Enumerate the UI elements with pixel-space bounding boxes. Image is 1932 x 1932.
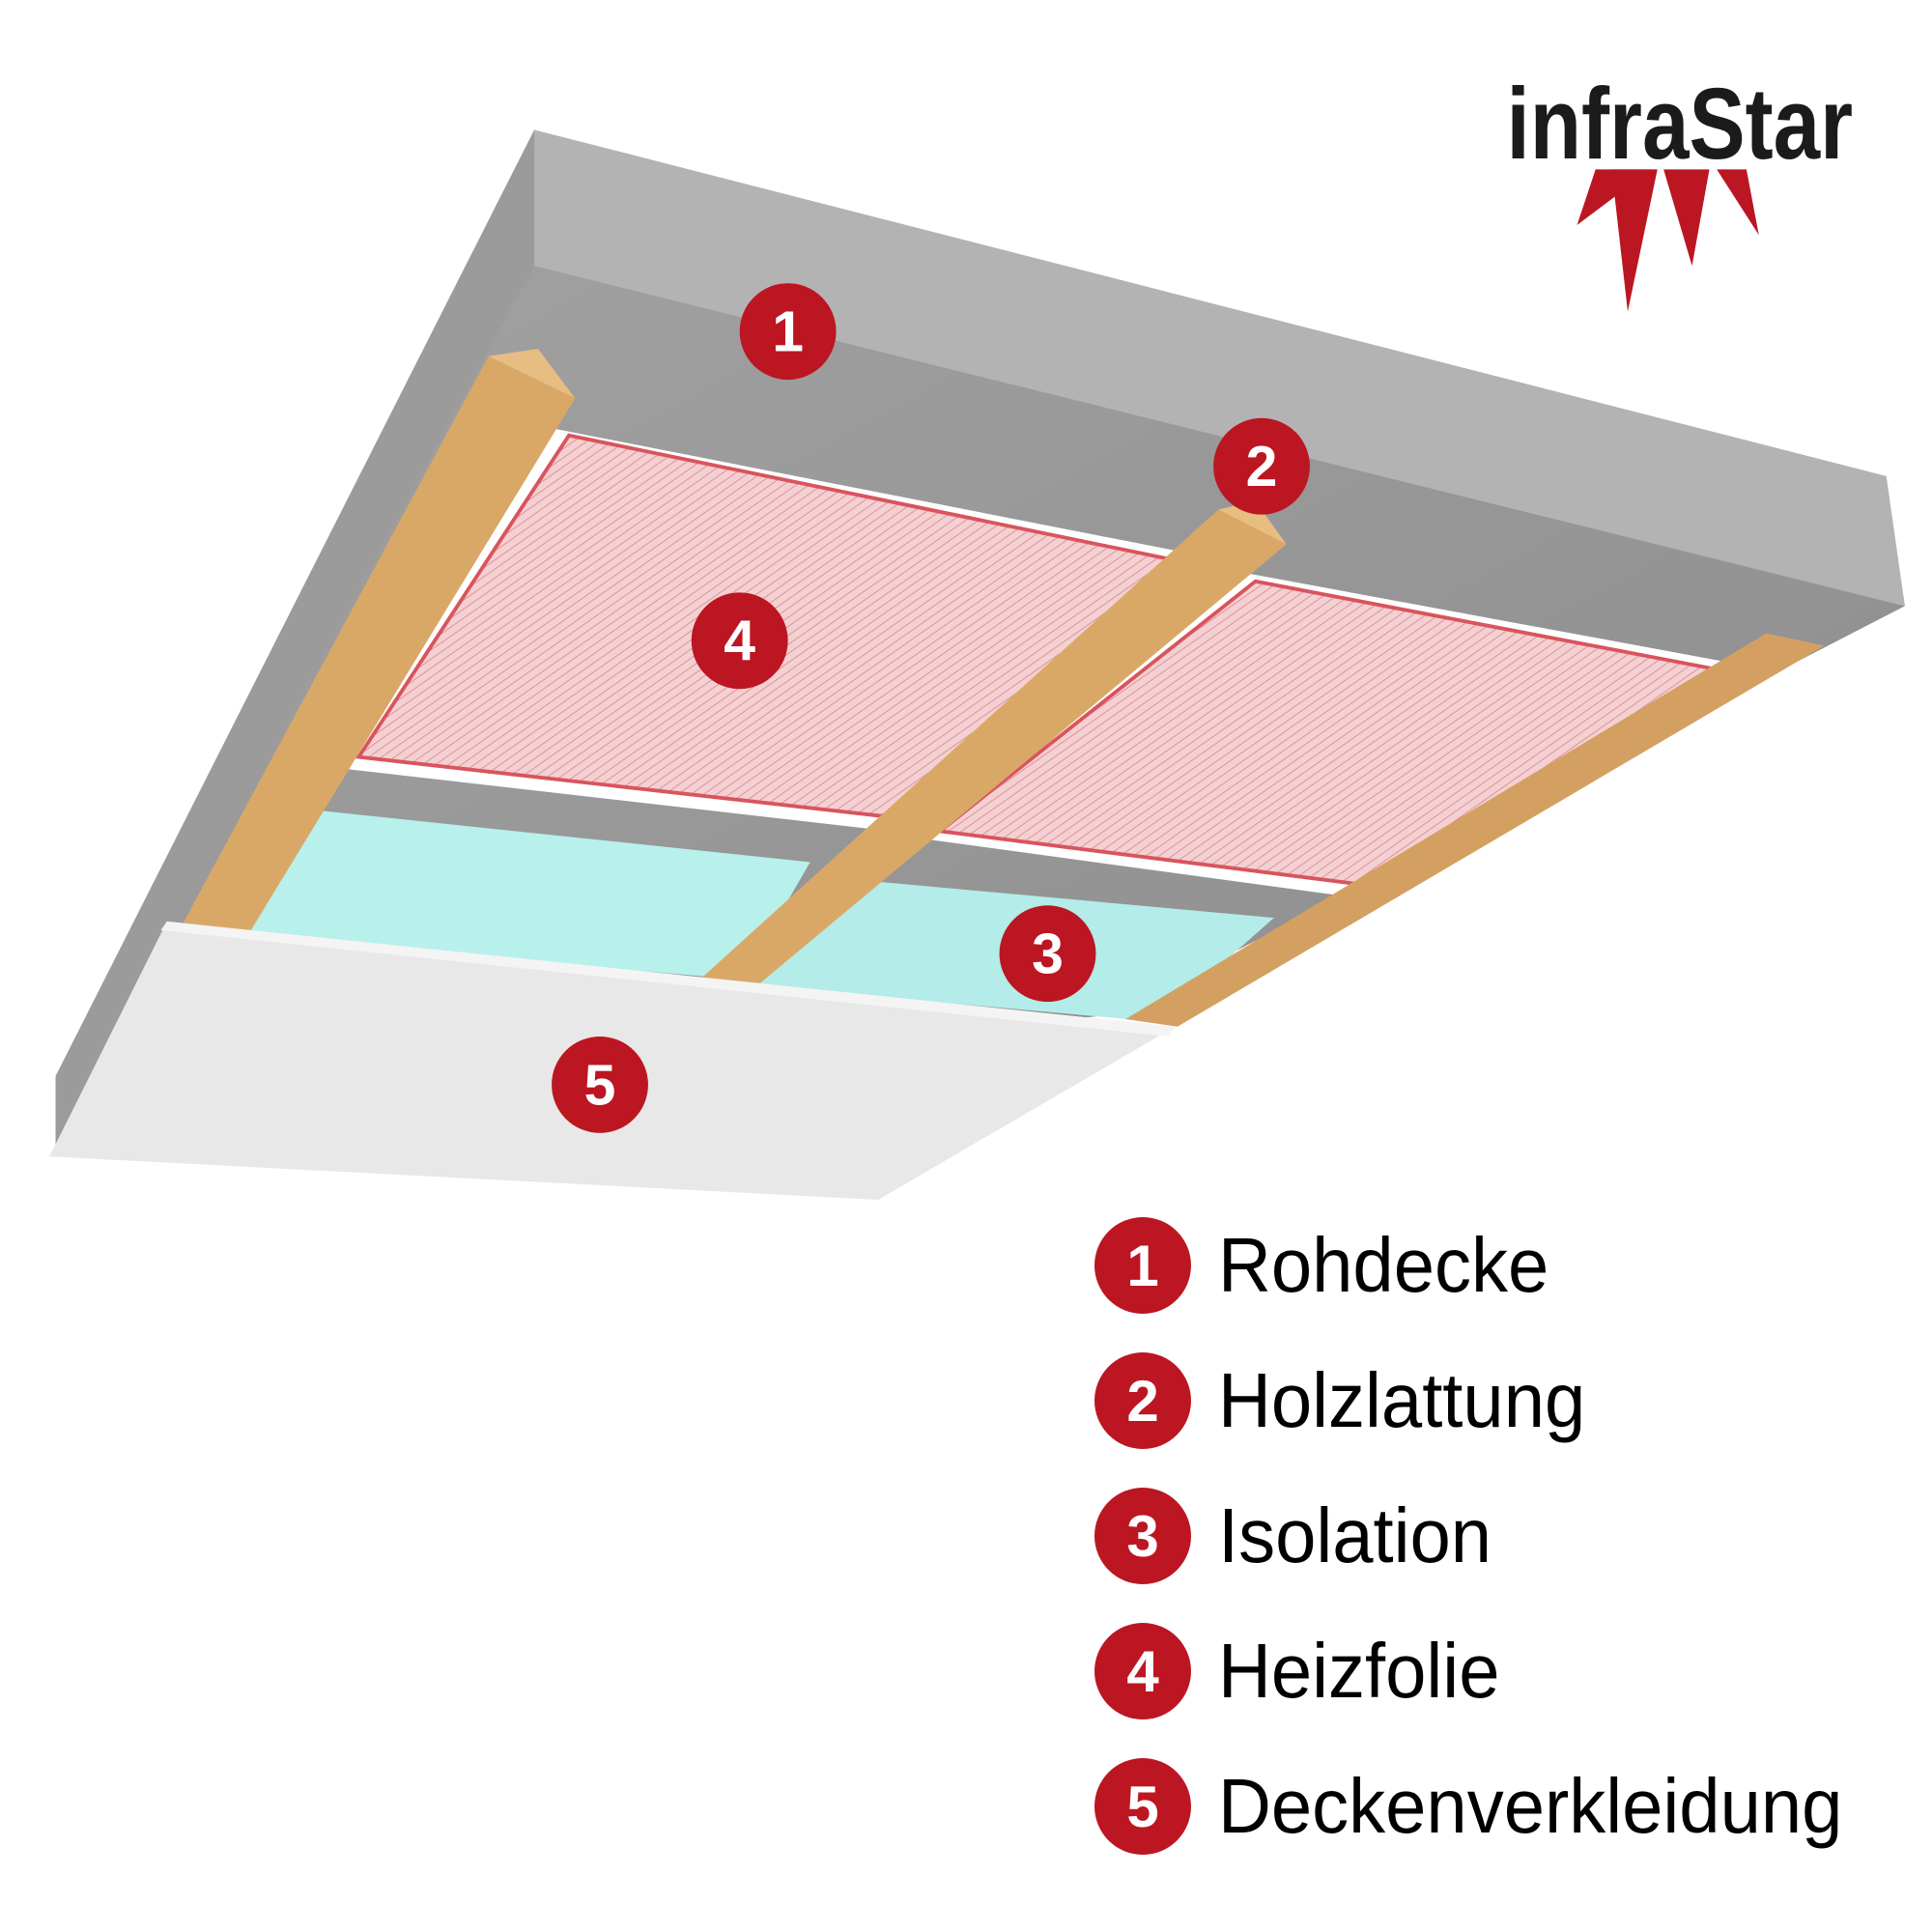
legend-item: 1 Rohdecke bbox=[1094, 1198, 1875, 1333]
insulation-left bbox=[241, 810, 810, 980]
wood-batten-right bbox=[1125, 633, 1825, 1027]
legend-label: Holzlattung bbox=[1218, 1357, 1586, 1443]
legend: 1 Rohdecke 2 Holzlattung 3 Isolation 4 Heizf… bbox=[1094, 1198, 1875, 1874]
legend-label: Heizfolie bbox=[1218, 1628, 1500, 1714]
legend-item: 3 Isolation bbox=[1094, 1468, 1875, 1604]
infrastar-logo: infraStar bbox=[1507, 68, 1854, 312]
marker-2: 2 bbox=[1213, 417, 1310, 515]
legend-number-badge: 3 bbox=[1094, 1488, 1191, 1584]
legend-item: 4 Heizfolie bbox=[1094, 1604, 1875, 1739]
svg-text:5: 5 bbox=[584, 1054, 616, 1117]
marker-5: 5 bbox=[552, 1036, 648, 1133]
marker-3: 3 bbox=[999, 905, 1096, 1003]
marker-1: 1 bbox=[739, 283, 837, 381]
legend-number-badge: 1 bbox=[1094, 1217, 1191, 1314]
svg-text:infraStar: infraStar bbox=[1507, 68, 1854, 181]
legend-item: 2 Holzlattung bbox=[1094, 1333, 1875, 1468]
marker-4: 4 bbox=[691, 592, 788, 690]
svg-text:3: 3 bbox=[1032, 923, 1064, 986]
svg-text:1: 1 bbox=[772, 301, 804, 364]
legend-number-badge: 4 bbox=[1094, 1623, 1191, 1719]
legend-item: 5 Deckenverkleidung bbox=[1094, 1739, 1875, 1874]
wood-batten-middle bbox=[702, 500, 1287, 986]
legend-label: Deckenverkleidung bbox=[1218, 1763, 1843, 1849]
svg-text:4: 4 bbox=[724, 611, 755, 673]
legend-number-badge: 5 bbox=[1094, 1758, 1191, 1855]
logo-spikes bbox=[1577, 169, 1759, 312]
legend-label: Isolation bbox=[1218, 1492, 1492, 1578]
legend-label: Rohdecke bbox=[1218, 1222, 1549, 1308]
svg-text:2: 2 bbox=[1246, 436, 1278, 498]
legend-number-badge: 2 bbox=[1094, 1352, 1191, 1449]
wood-batten-left bbox=[179, 349, 576, 941]
